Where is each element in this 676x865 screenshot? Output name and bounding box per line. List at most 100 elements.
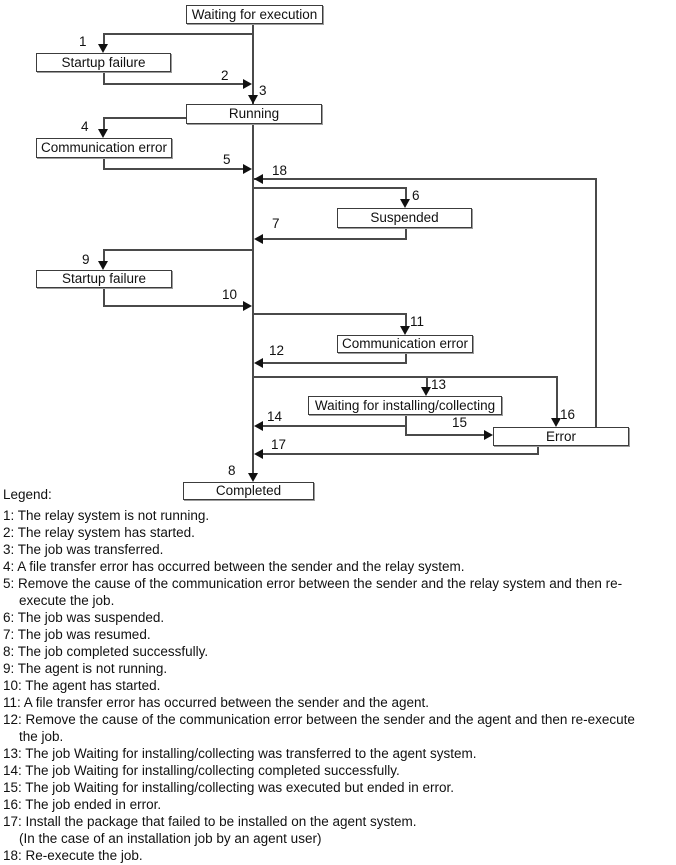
- legend-item-15: 15: The job Waiting for installing/colle…: [3, 780, 455, 795]
- transition-label-12: 12: [269, 343, 285, 358]
- connector-5-horizontal: [103, 168, 244, 170]
- transition-label-13: 13: [431, 377, 447, 392]
- arrowhead-14-left: [254, 421, 263, 431]
- arrowhead-2-right: [243, 79, 252, 89]
- legend-item-17-continued: (In the case of an installation job by a…: [19, 831, 322, 846]
- node-label: Error: [546, 428, 576, 444]
- legend-items: 1: The relay system is not running. 2: Th…: [3, 507, 635, 864]
- node-startup-failure-relay: Startup failure: [36, 53, 171, 72]
- arrowhead-12-left: [254, 358, 263, 368]
- arrowhead-7-left: [254, 234, 263, 244]
- connector-17-vertical: [537, 446, 539, 455]
- arrowhead-9-down: [98, 261, 108, 270]
- transition-label-3: 3: [259, 83, 267, 98]
- connector-18-horizontal: [254, 178, 597, 180]
- legend-title: Legend:: [3, 487, 52, 502]
- connector-2-horizontal: [103, 83, 244, 85]
- legend-item-3: 3: The job was transferred.: [3, 542, 164, 557]
- legend-item-18: 18: Re-execute the job.: [3, 848, 143, 863]
- legend-item-8: 8: The job completed successfully.: [3, 644, 209, 659]
- connector-13-horizontal: [252, 376, 558, 378]
- node-running: Running: [186, 104, 322, 124]
- node-suspended: Suspended: [337, 208, 472, 228]
- legend-item-10: 10: The agent has started.: [3, 678, 161, 693]
- connector-13-vertical: [426, 376, 428, 388]
- legend-item-2: 2: The relay system has started.: [3, 525, 195, 540]
- connector-10-vertical: [103, 288, 105, 307]
- transition-label-1: 1: [79, 34, 87, 49]
- node-waiting-for-execution: Waiting for execution: [186, 5, 323, 24]
- arrowhead-11-down: [400, 326, 410, 335]
- transition-label-8: 8: [228, 463, 236, 478]
- legend-item-6: 6: The job was suspended.: [3, 610, 165, 625]
- legend-item-12: 12: Remove the cause of the communicatio…: [3, 712, 635, 727]
- node-label: Running: [228, 106, 280, 122]
- node-label: Completed: [215, 483, 282, 499]
- connector-12-horizontal: [263, 362, 407, 364]
- arrowhead-6-down: [400, 199, 410, 208]
- connector-12-vertical: [405, 353, 407, 364]
- arrowhead-16-down: [551, 418, 561, 427]
- arrowhead-15-right: [484, 430, 493, 440]
- connector-16-vertical: [556, 376, 558, 419]
- connector-7-vertical: [405, 228, 407, 240]
- transition-label-5: 5: [223, 152, 231, 167]
- arrowhead-5-right: [243, 164, 252, 174]
- transition-label-16: 16: [560, 407, 576, 422]
- connector-6-horizontal: [252, 187, 407, 189]
- node-label: Communication error: [40, 140, 168, 156]
- legend-item-16: 16: The job ended in error.: [3, 797, 162, 812]
- arrowhead-18-left: [254, 174, 263, 184]
- connector-7-horizontal: [263, 238, 407, 240]
- node-label: Communication error: [341, 336, 469, 352]
- legend-item-4: 4: A file transfer error has occurred be…: [3, 559, 465, 574]
- arrowhead-13-down: [421, 387, 431, 396]
- transition-label-17: 17: [271, 437, 287, 452]
- transition-label-14: 14: [267, 409, 283, 424]
- transition-label-2: 2: [221, 68, 229, 83]
- node-label: Waiting for installing/collecting: [314, 397, 496, 413]
- connector-1-horizontal: [103, 33, 253, 35]
- legend-item-9: 9: The agent is not running.: [3, 661, 168, 676]
- transition-label-7: 7: [272, 216, 280, 231]
- arrowhead-4-down: [98, 129, 108, 138]
- legend-item-5: 5: Remove the cause of the communication…: [3, 576, 623, 591]
- connector-1-vertical: [103, 33, 105, 46]
- connector-2-vertical: [103, 72, 105, 84]
- legend-item-7: 7: The job was resumed.: [3, 627, 151, 642]
- transition-label-11: 11: [410, 314, 425, 329]
- legend-item-1: 1: The relay system is not running.: [3, 508, 210, 523]
- connector-5-vertical: [103, 158, 105, 170]
- connector-18-vertical: [595, 178, 597, 427]
- legend-item-13: 13: The job Waiting for installing/colle…: [3, 746, 477, 761]
- node-label: Startup failure: [61, 271, 147, 287]
- node-communication-error-relay: Communication error: [36, 138, 172, 158]
- legend-item-5-continued: execute the job.: [19, 593, 115, 608]
- connector-14-horizontal: [263, 425, 407, 427]
- arrowhead-10-right: [243, 301, 252, 311]
- node-label: Suspended: [370, 210, 439, 226]
- connector-11-vertical: [405, 313, 407, 327]
- connector-6-vertical: [405, 187, 407, 200]
- arrowhead-3-down: [248, 95, 258, 104]
- node-label: Waiting for execution: [191, 6, 318, 22]
- arrowhead-8-down: [248, 473, 258, 482]
- node-error: Error: [493, 427, 629, 446]
- transition-label-18: 18: [272, 163, 288, 178]
- connector-9-vertical: [103, 249, 105, 262]
- node-communication-error-agent: Communication error: [337, 335, 473, 353]
- connector-15-horizontal: [405, 434, 485, 436]
- connector-10-horizontal: [103, 305, 244, 307]
- legend-item-14: 14: The job Waiting for installing/colle…: [3, 763, 400, 778]
- legend: Legend: 1: The relay system is not runni…: [3, 486, 635, 864]
- connector-17-horizontal: [263, 453, 539, 455]
- transition-label-9: 9: [82, 252, 90, 267]
- transition-label-10: 10: [222, 287, 238, 302]
- legend-item-11: 11: A file transfer error has occurred b…: [3, 695, 430, 710]
- transition-label-4: 4: [81, 119, 89, 134]
- node-waiting-for-installing-collecting: Waiting for installing/collecting: [308, 396, 502, 415]
- connector-4-horizontal: [103, 117, 186, 119]
- node-label: Startup failure: [61, 54, 146, 70]
- node-startup-failure-agent: Startup failure: [36, 270, 172, 288]
- legend-item-12-continued: the job.: [19, 729, 64, 744]
